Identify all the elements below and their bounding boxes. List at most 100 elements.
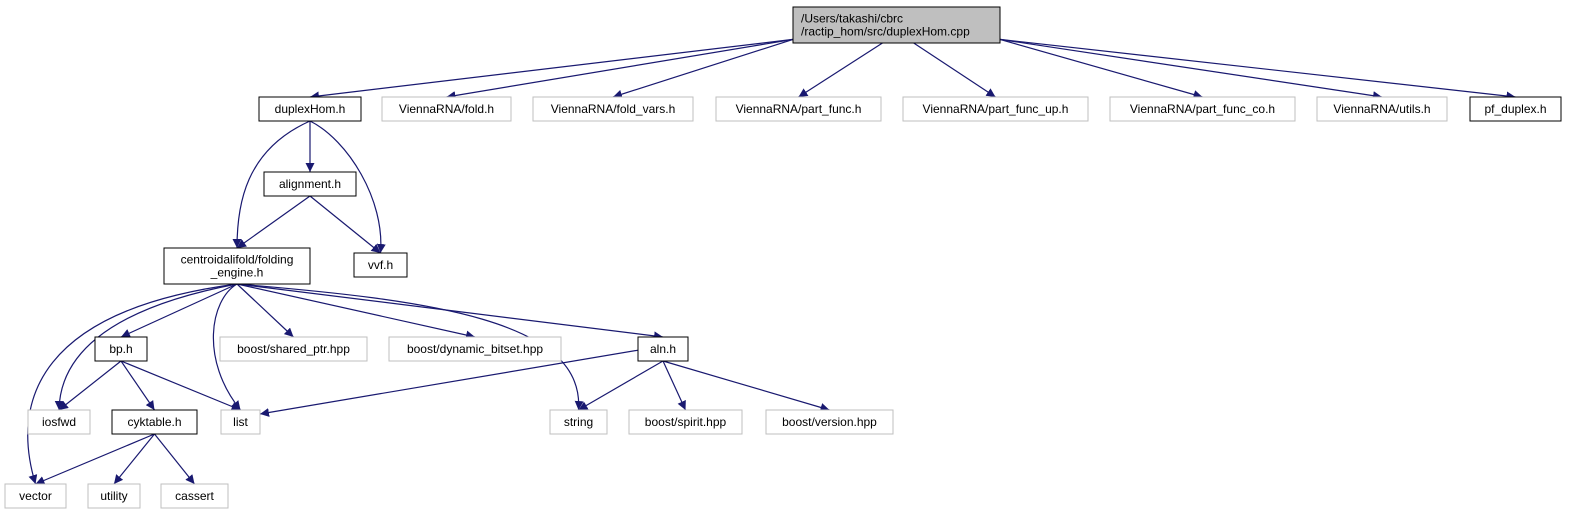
node-label: _engine.h [210,266,264,280]
nodes-layer: /Users/takashi/cbrc/ractip_hom/src/duple… [4,6,1562,509]
edge-bp_h-to-cyktable_h [120,360,155,411]
node-box [381,96,512,122]
node-string: string [549,409,608,435]
edge-root-to-part_func_up_h [913,42,996,98]
edge-cyktable_h-to-cassert [154,433,195,485]
node-box [258,96,362,122]
node-root[interactable]: /Users/takashi/cbrc/ractip_hom/src/duple… [792,6,1001,44]
node-box [1109,96,1296,122]
node-label: duplexHom.h [275,102,346,116]
node-box [715,96,882,122]
edge-aln_h-to-version_hpp [662,360,830,412]
node-label: /Users/takashi/cbrc [801,12,903,26]
node-box [628,409,743,435]
edge-alignment_h-to-vvf_h [309,195,381,254]
edge-folding_engine_h-to-vector [27,283,238,485]
node-label: ViennaRNA/part_func_co.h [1130,102,1275,116]
node-label: cassert [175,489,214,503]
edge-aln_h-to-string [578,360,664,411]
node-box [163,247,311,285]
node-box [27,409,91,435]
node-shared-ptr-hpp: boost/shared_ptr.hpp [219,336,368,362]
edge-folding_engine_h-to-list [212,283,241,411]
node-cassert: cassert [160,483,229,509]
node-label: aln.h [650,342,676,356]
node-label: cyktable.h [127,415,181,429]
edge-cyktable_h-to-vector [35,433,155,485]
node-label: vector [19,489,52,503]
node-box [549,409,608,435]
node-box [792,6,1001,44]
node-aln-h[interactable]: aln.h [637,336,689,362]
edge-alignment_h-to-folding_engine_h [236,195,311,249]
edge-cyktable_h-to-utility [113,433,155,485]
edge-root-to-utils_h [999,38,1383,101]
edge-folding_engine_h-to-shared_ptr_hpp [236,283,294,338]
edge-folding_engine_h-to-string [236,283,584,411]
edge-bp_h-to-list [120,360,241,411]
node-part-func-co-h: ViennaRNA/part_func_co.h [1109,96,1296,122]
node-box [160,483,229,509]
edge-duplexhom_h-to-folding_engine_h [232,120,311,249]
node-label: centroidalifold/folding [181,253,294,267]
node-box [765,409,894,435]
node-box [94,336,148,362]
edge-folding_engine_h-to-bp_h [120,283,238,338]
node-label: ViennaRNA/fold_vars.h [551,102,676,116]
node-box [220,409,261,435]
node-label: boost/spirit.hpp [645,415,727,429]
edge-root-to-pf_duplex_h [999,38,1516,101]
node-duplexhom-h[interactable]: duplexHom.h [258,96,362,122]
node-label: boost/shared_ptr.hpp [237,342,350,356]
node-box [1316,96,1448,122]
node-vvf-h[interactable]: vvf.h [353,252,408,278]
node-label: list [233,415,248,429]
edge-root-to-fold_h [446,38,794,100]
node-box [637,336,689,362]
edge-aln_h-to-list [259,349,639,417]
edge-duplexhom_h-to-vvf_h [309,120,386,254]
node-cyktable-h[interactable]: cyktable.h [111,409,198,435]
node-utility: utility [87,483,141,509]
node-label: /ractip_hom/src/duplexHom.cpp [801,25,970,39]
node-box [388,336,562,362]
edge-bp_h-to-iosfwd [58,360,122,411]
node-list: list [220,409,261,435]
node-label: vvf.h [368,258,393,272]
node-label: ViennaRNA/part_func_up.h [923,102,1069,116]
node-dynamic-bitset-hpp: boost/dynamic_bitset.hpp [388,336,562,362]
node-box [87,483,141,509]
node-label: ViennaRNA/utils.h [1333,102,1430,116]
node-label: utility [100,489,127,503]
node-box [263,171,357,197]
node-bp-h[interactable]: bp.h [94,336,148,362]
edge-root-to-part_func_h [798,42,883,98]
node-spirit-hpp: boost/spirit.hpp [628,409,743,435]
node-pf-duplex-h[interactable]: pf_duplex.h [1469,96,1562,122]
node-fold-vars-h: ViennaRNA/fold_vars.h [532,96,694,122]
node-box [219,336,368,362]
node-label: boost/dynamic_bitset.hpp [407,342,543,356]
node-folding-engine-h[interactable]: centroidalifold/folding_engine.h [163,247,311,285]
node-utils-h: ViennaRNA/utils.h [1316,96,1448,122]
node-box [111,409,198,435]
edge-folding_engine_h-to-dynamic_bitset_hpp [236,283,476,340]
node-alignment-h[interactable]: alignment.h [263,171,357,197]
edge-aln_h-to-spirit_hpp [662,360,687,411]
node-label: pf_duplex.h [1484,102,1546,116]
node-box [1469,96,1562,122]
node-label: bp.h [109,342,132,356]
node-version-hpp: boost/version.hpp [765,409,894,435]
edge-root-to-duplexhom_h [309,38,794,101]
node-iosfwd: iosfwd [27,409,91,435]
node-label: boost/version.hpp [782,415,877,429]
node-label: iosfwd [42,415,76,429]
node-vector: vector [4,483,67,509]
node-label: ViennaRNA/part_func.h [736,102,862,116]
edge-root-to-part_func_co_h [999,38,1203,99]
node-label: alignment.h [279,177,341,191]
node-box [353,252,408,278]
node-label: string [564,415,593,429]
node-fold-h: ViennaRNA/fold.h [381,96,512,122]
